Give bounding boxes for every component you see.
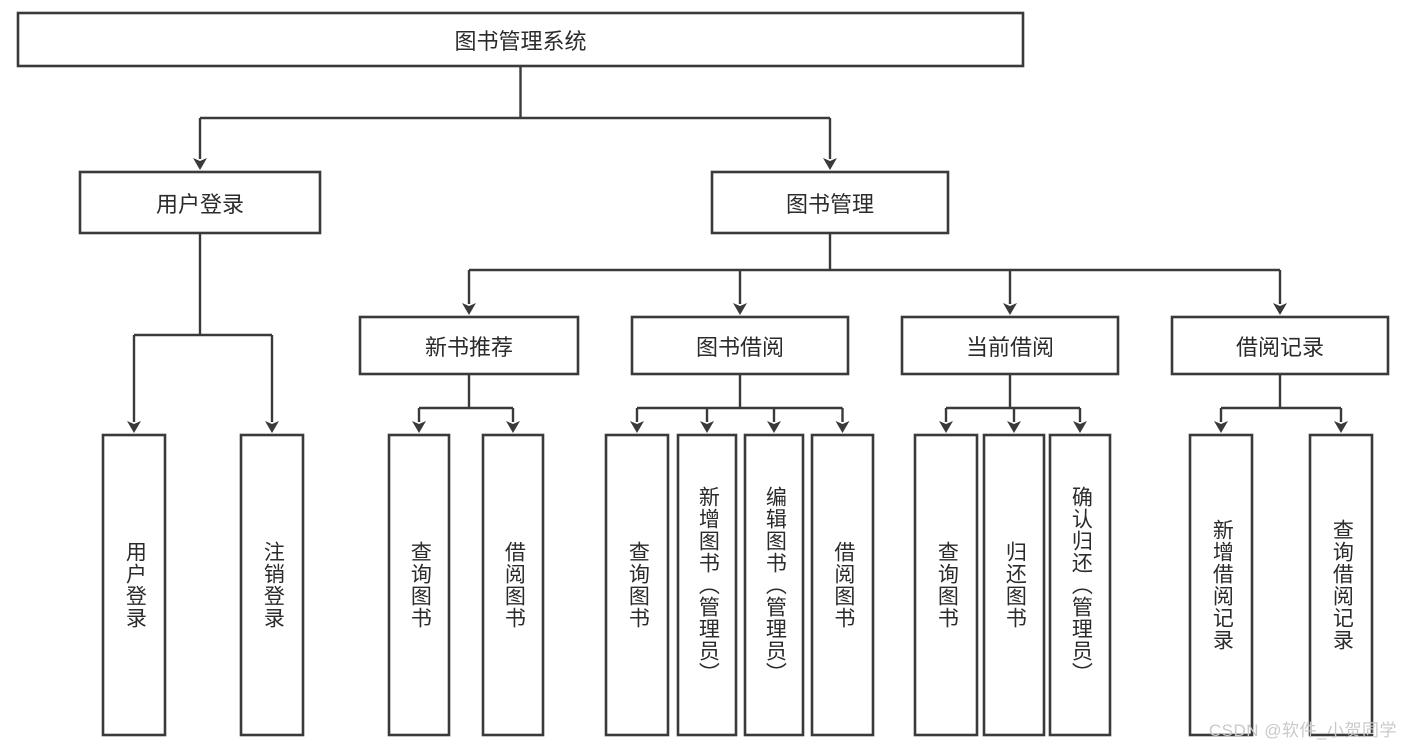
connector-layer xyxy=(127,66,1348,433)
node-box-图书管理系统[interactable] xyxy=(16,11,1025,68)
node-box-查询图书[interactable] xyxy=(604,433,670,737)
node-box-新增借阅记录[interactable] xyxy=(1188,433,1254,737)
node-box-图书管理[interactable] xyxy=(710,170,950,235)
node-box-借阅图书[interactable] xyxy=(810,433,875,737)
node-box-查询图书[interactable] xyxy=(913,433,979,737)
node-box-注销登录[interactable] xyxy=(239,433,305,737)
box-layer xyxy=(16,11,1390,737)
node-box-用户登录[interactable] xyxy=(101,433,167,737)
node-box-新书推荐[interactable] xyxy=(358,315,580,376)
node-box-确认归还管理员[interactable] xyxy=(1048,433,1112,737)
watermark-text: CSDN @软件_小贺同学 xyxy=(1208,721,1397,740)
node-box-查询图书[interactable] xyxy=(387,433,451,737)
node-box-编辑图书管理员[interactable] xyxy=(743,433,805,737)
node-box-用户登录[interactable] xyxy=(78,170,322,235)
node-box-借阅记录[interactable] xyxy=(1170,315,1390,376)
node-box-借阅图书[interactable] xyxy=(481,433,545,737)
node-box-当前借阅[interactable] xyxy=(900,315,1120,376)
node-box-查询借阅记录[interactable] xyxy=(1308,433,1374,737)
node-box-新增图书管理员[interactable] xyxy=(676,433,738,737)
node-box-归还图书[interactable] xyxy=(982,433,1046,737)
node-box-图书借阅[interactable] xyxy=(630,315,850,376)
